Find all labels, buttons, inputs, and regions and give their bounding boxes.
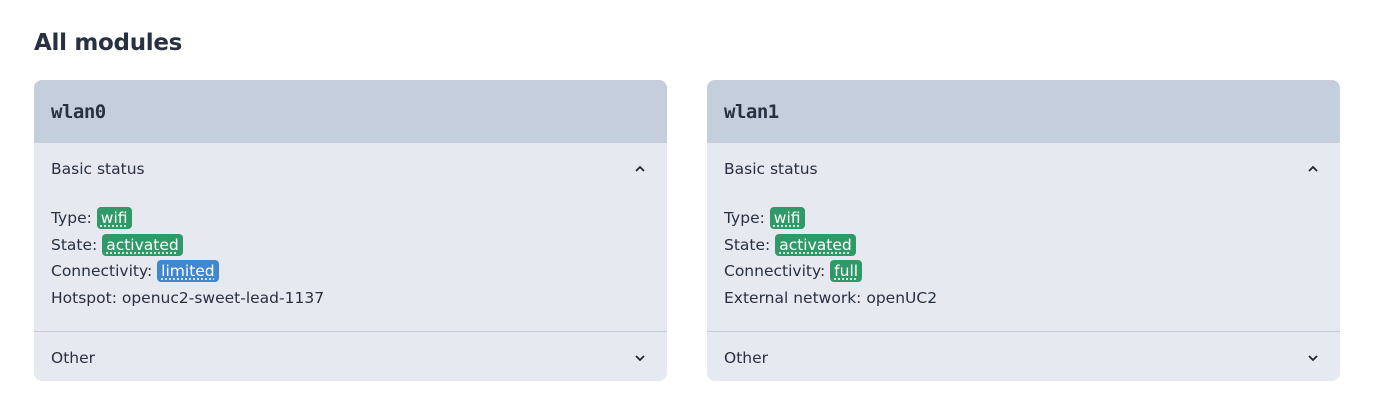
basic-status-content: Type: wifi State: activated Connectivity…	[34, 195, 667, 331]
external-network-value: openUC2	[866, 288, 938, 307]
connectivity-row: Connectivity: full	[724, 258, 1323, 285]
section-label: Other	[51, 349, 96, 367]
other-toggle[interactable]: Other	[34, 332, 667, 381]
card-header: wlan1	[707, 80, 1340, 143]
type-row: Type: wifi	[724, 205, 1323, 232]
module-name: wlan0	[51, 100, 106, 123]
divider	[707, 331, 1340, 332]
type-label: Type:	[724, 209, 765, 227]
connectivity-row: Connectivity: limited	[51, 258, 650, 285]
hotspot-label: Hotspot:	[51, 288, 117, 307]
state-badge[interactable]: activated	[102, 233, 183, 256]
external-network-label: External network:	[724, 288, 862, 307]
hotspot-value: openuc2-sweet-lead-1137	[121, 288, 325, 307]
state-label: State:	[51, 235, 98, 254]
section-label: Basic status	[724, 160, 818, 178]
connectivity-label: Connectivity:	[724, 262, 826, 280]
basic-status-content: Type: wifi State: activated Connectivity…	[707, 195, 1340, 331]
section-label: Other	[724, 349, 769, 367]
state-row: State: activated	[51, 232, 650, 259]
state-badge[interactable]: activated	[775, 233, 856, 256]
connectivity-badge[interactable]: limited	[157, 260, 219, 282]
chevron-down-icon	[1306, 351, 1320, 365]
page-title: All modules	[34, 30, 183, 56]
divider	[34, 331, 667, 332]
basic-status-toggle[interactable]: Basic status	[707, 143, 1340, 195]
state-label: State:	[724, 235, 771, 254]
connectivity-badge[interactable]: full	[830, 260, 863, 282]
type-badge[interactable]: wifi	[96, 207, 132, 229]
module-name: wlan1	[724, 100, 779, 123]
connectivity-label: Connectivity:	[51, 262, 153, 280]
type-badge[interactable]: wifi	[769, 207, 805, 229]
module-card-wlan1: wlan1 Basic status Type: wifi State: act…	[707, 80, 1340, 381]
type-row: Type: wifi	[51, 205, 650, 232]
external-network-row: External network: openUC2	[724, 285, 1323, 312]
state-row: State: activated	[724, 232, 1323, 259]
module-card-wlan0: wlan0 Basic status Type: wifi State: act…	[34, 80, 667, 381]
chevron-down-icon	[633, 351, 647, 365]
chevron-up-icon	[633, 162, 647, 176]
section-label: Basic status	[51, 160, 145, 178]
other-toggle[interactable]: Other	[707, 332, 1340, 381]
chevron-up-icon	[1306, 162, 1320, 176]
basic-status-toggle[interactable]: Basic status	[34, 143, 667, 195]
type-label: Type:	[51, 209, 92, 227]
hotspot-row: Hotspot: openuc2-sweet-lead-1137	[51, 285, 650, 312]
card-header: wlan0	[34, 80, 667, 143]
